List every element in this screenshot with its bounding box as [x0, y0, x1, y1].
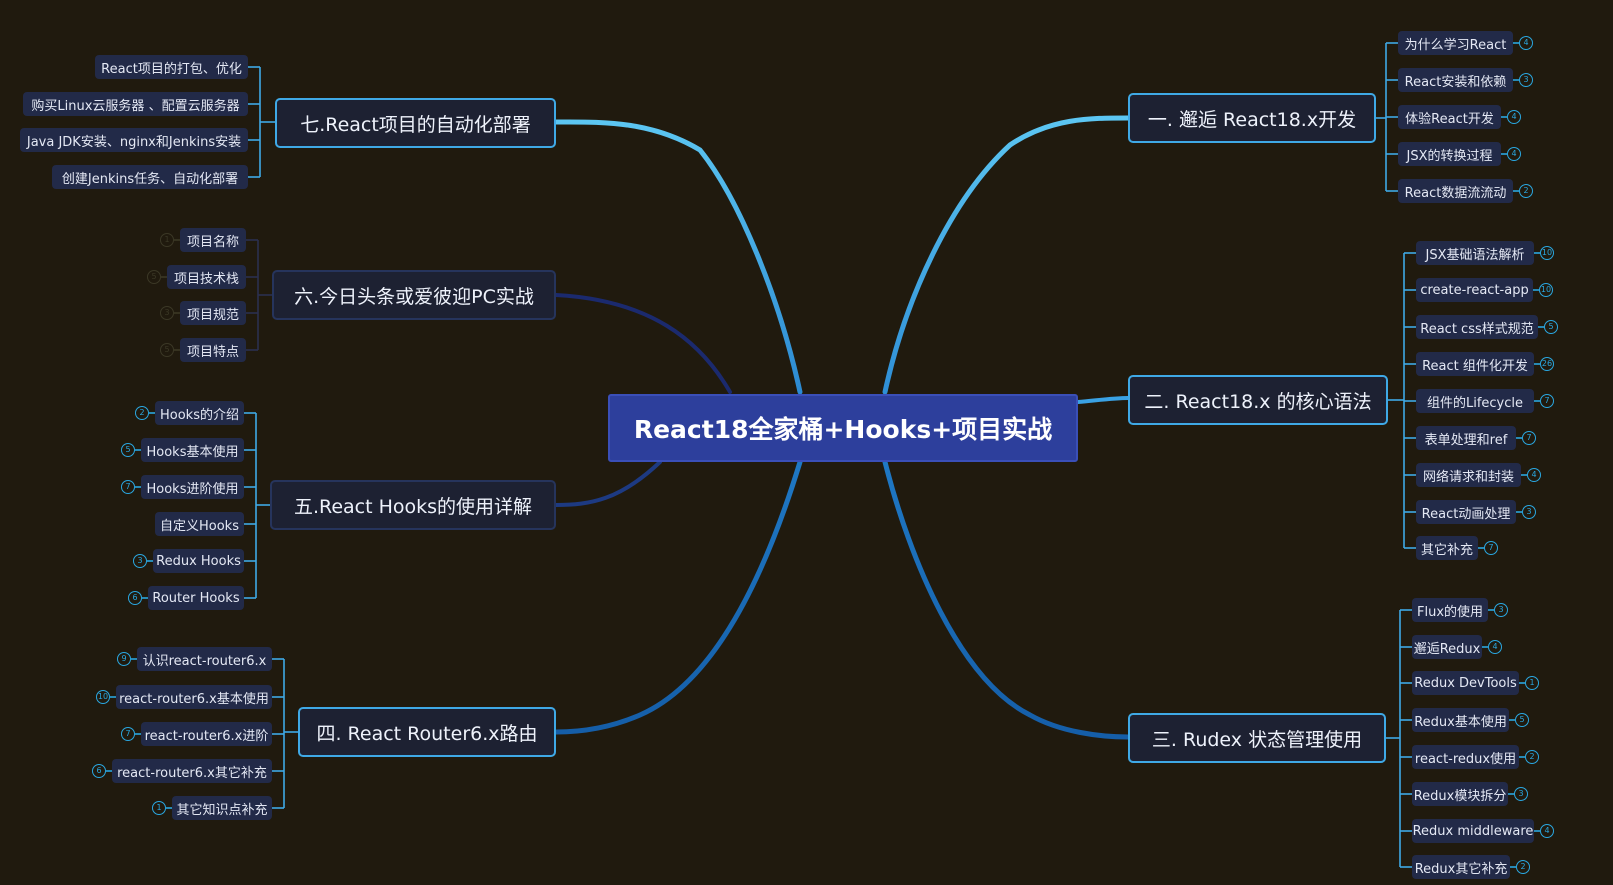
branch-4-leaf[interactable]: react-router6.x基本使用: [116, 685, 272, 709]
branch-6-leaf[interactable]: 项目名称: [180, 228, 246, 252]
count-badge-icon[interactable]: 3: [133, 554, 147, 568]
branch-1-leaf[interactable]: 为什么学习React: [1398, 31, 1513, 55]
branch-2-topic[interactable]: 二. React18.x 的核心语法: [1128, 375, 1388, 425]
count-badge-icon[interactable]: 1: [152, 801, 166, 815]
branch-7-leaf[interactable]: Java JDK安装、nginx和Jenkins安装: [20, 128, 248, 152]
branch-2-leaf[interactable]: JSX基础语法解析: [1416, 241, 1534, 265]
count-badge-icon[interactable]: 2: [1519, 184, 1533, 198]
count-badge-icon[interactable]: 4: [1527, 468, 1541, 482]
count-badge-icon[interactable]: 7: [121, 480, 135, 494]
branch-4-leaf[interactable]: react-router6.x其它补充: [112, 759, 272, 783]
branch-2-leaf[interactable]: 表单处理和ref: [1416, 426, 1516, 450]
count-badge-icon[interactable]: 3: [160, 306, 174, 320]
count-badge-icon[interactable]: 26: [1540, 357, 1554, 371]
branch-5-leaf[interactable]: 自定义Hooks: [155, 512, 244, 536]
count-badge-icon[interactable]: 7: [121, 727, 135, 741]
branch-3-leaf[interactable]: 邂逅Redux: [1412, 635, 1482, 659]
count-badge-icon[interactable]: 3: [1514, 787, 1528, 801]
count-badge-icon[interactable]: 3: [1522, 505, 1536, 519]
branch-2-leaf[interactable]: React 组件化开发: [1416, 352, 1534, 376]
branch-5-leaf[interactable]: Hooks进阶使用: [141, 475, 244, 499]
count-badge-icon[interactable]: 5: [121, 443, 135, 457]
count-badge-icon[interactable]: 6: [128, 591, 142, 605]
branch-4-leaf[interactable]: 其它知识点补充: [172, 796, 272, 820]
branch-2-leaf[interactable]: 其它补充: [1416, 536, 1478, 560]
count-badge-icon[interactable]: 10: [1540, 246, 1554, 260]
count-badge-icon[interactable]: 5: [1544, 320, 1558, 334]
branch-6-topic[interactable]: 六.今日头条或爱彼迎PC实战: [272, 270, 556, 320]
branch-5-topic[interactable]: 五.React Hooks的使用详解: [270, 480, 556, 530]
count-badge-icon[interactable]: 1: [160, 233, 174, 247]
branch-6-leaf[interactable]: 项目规范: [180, 301, 246, 325]
count-badge-icon[interactable]: 2: [1516, 860, 1530, 874]
branch-3-topic[interactable]: 三. Rudex 状态管理使用: [1128, 713, 1386, 763]
branch-7-topic[interactable]: 七.React项目的自动化部署: [275, 98, 556, 148]
branch-5-leaf[interactable]: Hooks的介绍: [155, 401, 244, 425]
branch-5-leaf[interactable]: Redux Hooks: [153, 549, 244, 573]
count-badge-icon[interactable]: 4: [1540, 824, 1554, 838]
branch-6-leaf[interactable]: 项目特点: [180, 338, 246, 362]
count-badge-icon[interactable]: 5: [1515, 713, 1529, 727]
branch-3-leaf[interactable]: Redux DevTools: [1412, 671, 1519, 695]
branch-7-leaf[interactable]: 创建Jenkins任务、自动化部署: [52, 165, 248, 189]
count-badge-icon[interactable]: 7: [1522, 431, 1536, 445]
count-badge-icon[interactable]: 2: [135, 406, 149, 420]
branch-2-leaf[interactable]: 组件的Lifecycle: [1416, 389, 1534, 413]
count-badge-icon[interactable]: 4: [1507, 110, 1521, 124]
count-badge-icon[interactable]: 3: [1519, 73, 1533, 87]
branch-1-leaf[interactable]: React安装和依赖: [1398, 68, 1513, 92]
count-badge-icon[interactable]: 10: [96, 690, 110, 704]
branch-1-leaf[interactable]: JSX的转换过程: [1398, 142, 1501, 166]
branch-3-leaf[interactable]: react-redux使用: [1412, 745, 1519, 769]
branch-4-topic[interactable]: 四. React Router6.x路由: [298, 707, 556, 757]
count-badge-icon[interactable]: 2: [1525, 750, 1539, 764]
branch-5-leaf[interactable]: Router Hooks: [148, 586, 244, 610]
count-badge-icon[interactable]: 1: [1525, 676, 1539, 690]
branch-4-leaf[interactable]: react-router6.x进阶: [141, 722, 272, 746]
branch-2-leaf[interactable]: React动画处理: [1416, 500, 1516, 524]
count-badge-icon[interactable]: 7: [1540, 394, 1554, 408]
branch-2-leaf[interactable]: 网络请求和封装: [1416, 463, 1521, 487]
count-badge-icon[interactable]: 4: [1488, 640, 1502, 654]
branch-3-leaf[interactable]: Redux middleware: [1412, 819, 1534, 843]
count-badge-icon[interactable]: 7: [1484, 541, 1498, 555]
count-badge-icon[interactable]: 3: [1494, 603, 1508, 617]
count-badge-icon[interactable]: 4: [1519, 36, 1533, 50]
count-badge-icon[interactable]: 5: [147, 270, 161, 284]
branch-7-leaf[interactable]: 购买Linux云服务器 、配置云服务器: [23, 92, 248, 116]
branch-3-leaf[interactable]: Redux其它补充: [1412, 855, 1510, 879]
count-badge-icon[interactable]: 10: [1539, 283, 1553, 297]
root-topic[interactable]: React18全家桶+Hooks+项目实战: [608, 394, 1078, 462]
count-badge-icon[interactable]: 9: [117, 652, 131, 666]
branch-3-leaf[interactable]: Flux的使用: [1412, 598, 1488, 622]
count-badge-icon[interactable]: 4: [1507, 147, 1521, 161]
branch-1-leaf[interactable]: React数据流流动: [1398, 179, 1513, 203]
branch-7-leaf[interactable]: React项目的打包、优化: [95, 55, 248, 79]
branch-2-leaf[interactable]: create-react-app: [1416, 278, 1533, 302]
branch-5-leaf[interactable]: Hooks基本使用: [141, 438, 244, 462]
branch-3-leaf[interactable]: Redux基本使用: [1412, 708, 1509, 732]
branch-4-leaf[interactable]: 认识react-router6.x: [137, 647, 272, 671]
branch-3-leaf[interactable]: Redux模块拆分: [1412, 782, 1508, 806]
branch-1-leaf[interactable]: 体验React开发: [1398, 105, 1501, 129]
branch-6-leaf[interactable]: 项目技术栈: [167, 265, 246, 289]
branch-1-topic[interactable]: 一. 邂逅 React18.x开发: [1128, 93, 1376, 143]
branch-2-leaf[interactable]: React css样式规范: [1416, 315, 1538, 339]
count-badge-icon[interactable]: 6: [92, 764, 106, 778]
count-badge-icon[interactable]: 5: [160, 343, 174, 357]
